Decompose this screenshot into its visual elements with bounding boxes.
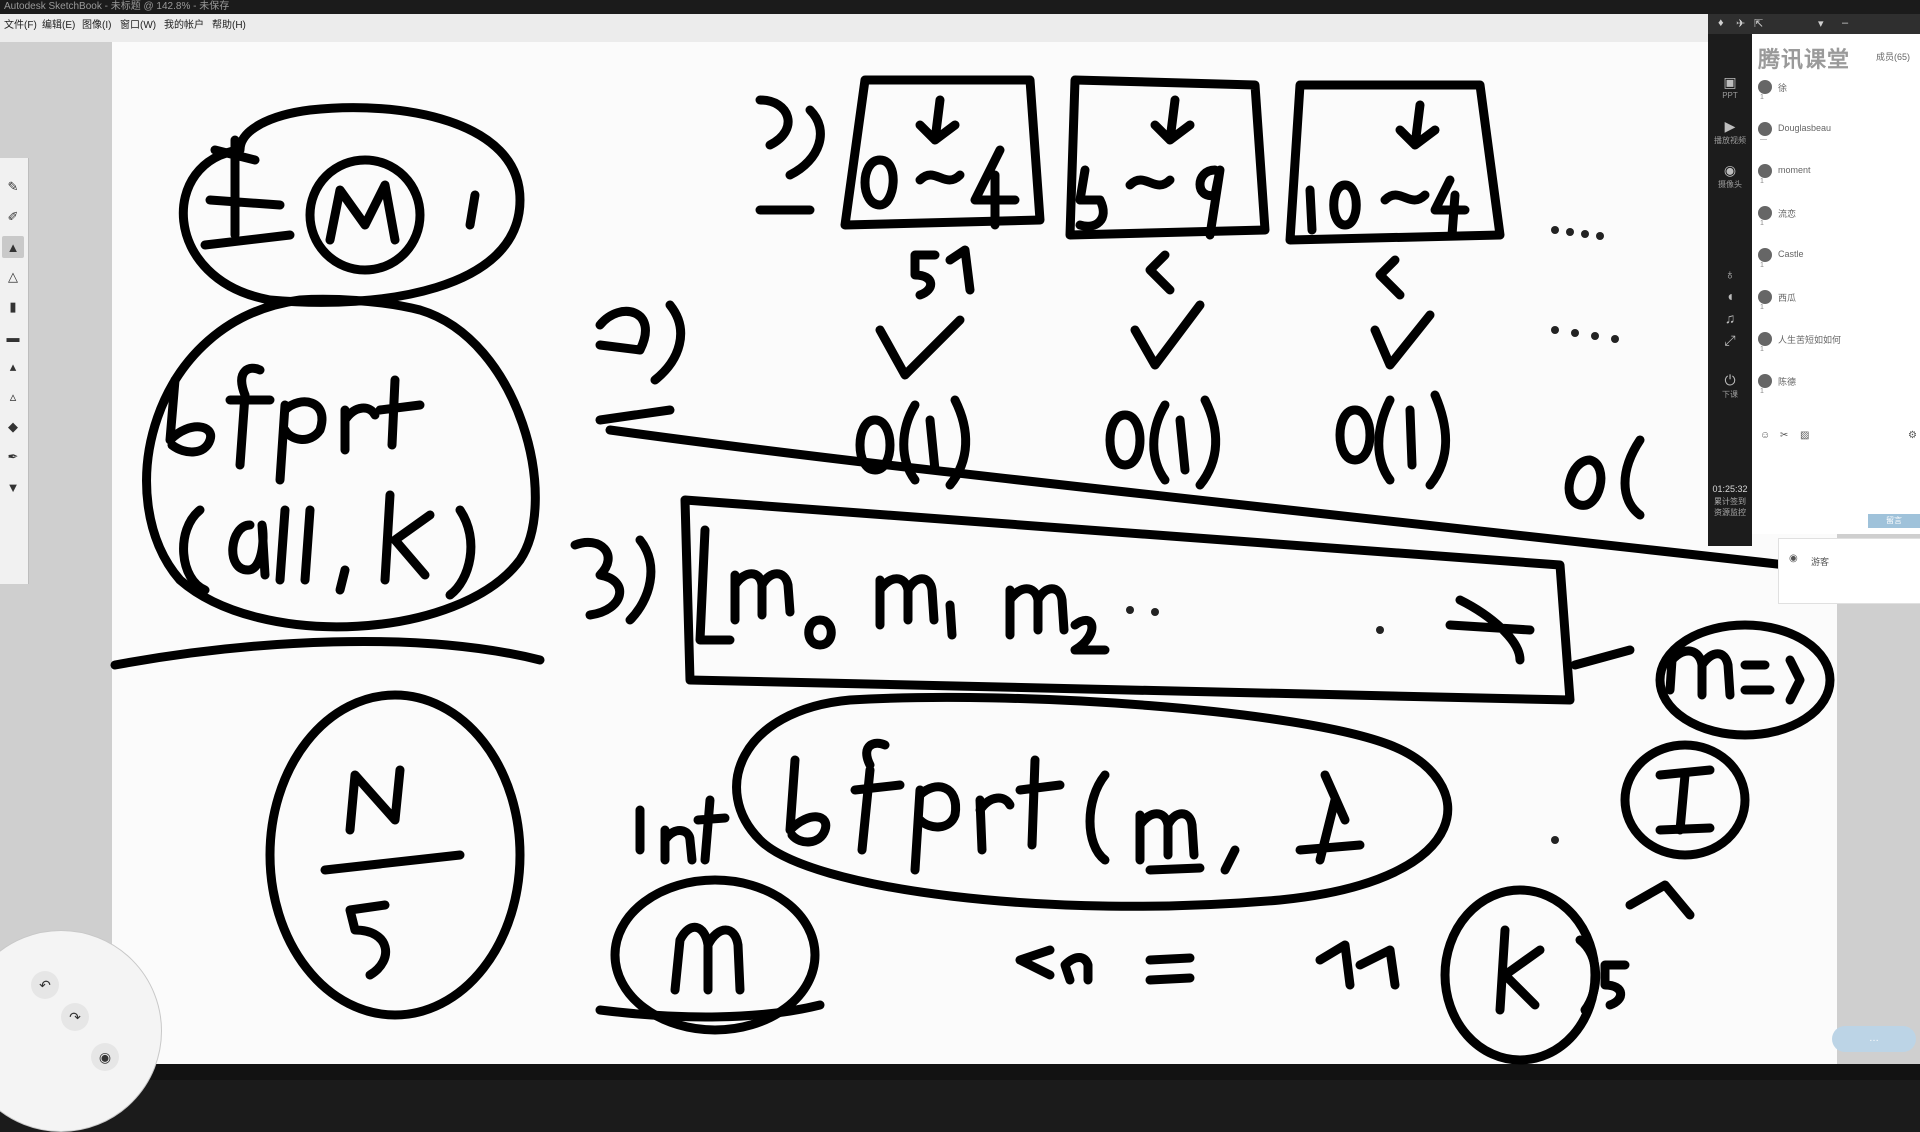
minimize-icon[interactable]: ‒ (1842, 17, 1849, 29)
menu-help[interactable]: 帮助(H) (212, 20, 246, 31)
share-icon[interactable]: ✈ (1736, 18, 1746, 30)
avatar (1758, 248, 1772, 262)
avatar (1758, 290, 1772, 304)
airbrush-icon[interactable]: △ (8, 269, 18, 284)
speaker-button[interactable]: ◖ (1712, 288, 1748, 304)
guest-label: 游客 (1811, 557, 1830, 567)
menu-window[interactable]: 窗口(W) (120, 20, 157, 31)
avatar (1758, 80, 1772, 94)
chat-toolbar: ☺ ✂ ▨ ⚙ (1758, 430, 1918, 446)
music-icon: ♫ (1724, 310, 1736, 326)
class-panel: ♦ ✈ ⇱ ▾ ‒ ▣PPT ▶播放视频 ◉摄像头 ♁ ◖ ♫ ⤢ ⏻下课 01… (1708, 14, 1920, 546)
fill-icon[interactable]: ◆ (8, 419, 18, 434)
avatar (1758, 122, 1772, 136)
marker-icon[interactable]: ▲ (2, 236, 24, 258)
menu-edit[interactable]: 编辑(E) (42, 20, 76, 31)
window-title: Autodesk SketchBook - 未标题 @ 142.8% - 未保存 (4, 1, 230, 12)
menu-account[interactable]: 我的帐户 (164, 20, 204, 31)
avatar (1758, 206, 1772, 220)
class-panel-topbar: ♦ ✈ ⇱ ▾ ‒ (1708, 14, 1920, 34)
pin-icon[interactable]: ♦ (1718, 17, 1724, 29)
brand-logo: 腾讯课堂 (1758, 47, 1851, 72)
mic-icon: ♁ (1724, 266, 1736, 282)
power-icon: ⏻ (1724, 372, 1736, 388)
sidebar-item-ppt[interactable]: ▣PPT (1712, 74, 1748, 100)
paintbrush-icon[interactable]: ▮ (9, 299, 17, 314)
avatar (1758, 374, 1772, 388)
camera-icon: ◉ (1723, 162, 1737, 178)
menu-bar (0, 14, 1920, 42)
dropdown-icon[interactable]: ▾ (1818, 18, 1824, 30)
title-bar: Autodesk SketchBook - 未标题 @ 142.8% - 未保存 (0, 0, 1920, 14)
inking-icon[interactable]: ✒ (7, 449, 19, 464)
sidebar-item-camera[interactable]: ◉摄像头 (1712, 162, 1748, 190)
undo-icon[interactable]: ↶ (31, 971, 59, 999)
end-class-button[interactable]: ⏻下课 (1712, 372, 1748, 400)
class-timer: 01:25:32 (1712, 484, 1748, 494)
mic-button[interactable]: ♁ (1712, 266, 1748, 282)
avatar (1758, 332, 1772, 346)
class-panel-header: 腾讯课堂 成员(65) (1752, 34, 1920, 72)
ballpoint-icon[interactable]: ✐ (7, 209, 19, 224)
image-icon[interactable]: ▨ (1800, 430, 1810, 441)
class-panel-sidebar: ▣PPT ▶播放视频 ◉摄像头 ♁ ◖ ♫ ⤢ ⏻下课 (1708, 34, 1752, 546)
brush-size-icon[interactable]: ◉ (91, 1043, 119, 1071)
scissors-icon[interactable]: ✂ (1780, 430, 1789, 441)
redo-icon[interactable]: ↷ (61, 1003, 89, 1031)
eye-icon[interactable]: ◉ (1789, 553, 1798, 564)
emoji-icon[interactable]: ☺ (1760, 430, 1771, 441)
settings-icon[interactable]: ⚙ (1908, 430, 1917, 441)
brush-palette: ✎ ✐ ▲ △ ▮ ▬ ▴ ▵ ◆ ✒ ▼ (0, 158, 29, 584)
smudge-icon[interactable]: ▵ (9, 389, 17, 404)
ppt-icon: ▣ (1723, 74, 1737, 90)
taskbar (0, 1064, 1920, 1080)
avatar (1758, 164, 1772, 178)
guest-panel: ◉ 游客 (1778, 538, 1920, 604)
member-item[interactable]: Douglasbeau— (1758, 122, 1832, 143)
floating-pill-button[interactable]: … (1832, 1026, 1916, 1052)
eraser-icon[interactable]: ▬ (6, 329, 20, 345)
members-count[interactable]: 成员(65) (1876, 52, 1911, 62)
timer-caption: 累计签到资源监控 (1714, 497, 1746, 517)
export-icon[interactable]: ⇱ (1754, 18, 1764, 30)
music-button[interactable]: ♫ (1712, 310, 1748, 326)
message-tab[interactable]: 留言 (1868, 514, 1920, 528)
pencil-icon[interactable]: ✎ (7, 179, 19, 194)
chisel-icon[interactable]: ▴ (9, 359, 17, 374)
fullscreen-button[interactable]: ⤢ (1712, 332, 1748, 349)
sidebar-item-video[interactable]: ▶播放视频 (1714, 118, 1746, 145)
fullscreen-icon: ⤢ (1724, 332, 1736, 348)
pen-icon[interactable]: ▼ (6, 479, 20, 495)
menu-file[interactable]: 文件(F) (4, 20, 37, 31)
menu-image[interactable]: 图像(I) (82, 20, 112, 31)
drawing-canvas[interactable] (112, 42, 1837, 1064)
play-icon: ▶ (1724, 118, 1736, 134)
speaker-icon: ◖ (1725, 288, 1735, 304)
